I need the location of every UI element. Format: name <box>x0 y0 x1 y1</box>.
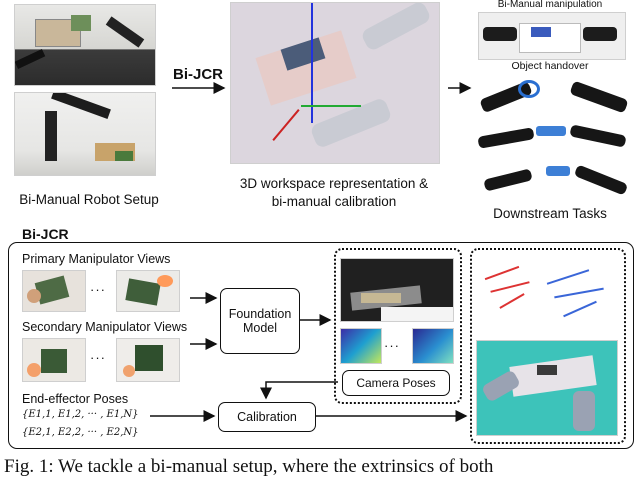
ee-formula-primary: {E1,1, E1,2, ··· , E1,N} <box>22 409 139 420</box>
calibrated-scene-render <box>476 340 618 436</box>
figure-caption: Fig. 1: We tackle a bi-manual setup, whe… <box>4 456 494 477</box>
camera-poses-box: Camera Poses <box>342 370 450 396</box>
bijcr-arrow-label: Bi-JCR <box>172 66 223 83</box>
ee-poses-label: End-effector Poses <box>22 392 129 406</box>
robot-setup-photo-bottom <box>14 92 156 176</box>
camera-poses-label: Camera Poses <box>356 376 436 390</box>
point-cloud-render <box>340 258 454 322</box>
secondary-ellipsis: ··· <box>90 350 106 365</box>
depth-ellipsis: ··· <box>384 338 400 353</box>
primary-view-1 <box>22 270 86 312</box>
robot-setup-photo-top <box>14 4 156 86</box>
task-handover-label: Object handover <box>511 60 589 72</box>
ee-formula-secondary: {E2,1, E2,2, ··· , E2,N} <box>22 427 139 438</box>
bijcr-frame <box>8 242 634 449</box>
arrow-camera-to-calibration <box>260 381 338 400</box>
secondary-views-label: Secondary Manipulator Views <box>22 320 188 334</box>
calibration-label: Calibration <box>237 410 297 424</box>
primary-ellipsis: ··· <box>90 282 106 297</box>
downstream-label: Downstream Tasks <box>493 206 607 221</box>
primary-view-n <box>116 270 180 312</box>
model-output-frame <box>334 248 462 404</box>
secondary-view-n <box>116 338 180 382</box>
foundation-model-line1: Foundation <box>228 307 292 321</box>
calibration-box: Calibration <box>218 402 316 432</box>
robot-setup-label: Bi-Manual Robot Setup <box>19 192 159 207</box>
workspace-label-line1: 3D workspace representation & <box>239 176 429 191</box>
pose-visualization <box>476 256 616 332</box>
bimanual-manipulation-photo <box>478 12 626 60</box>
depth-map-1 <box>340 328 382 364</box>
workspace-label-line2: bi-manual calibration <box>271 194 397 209</box>
workspace-render <box>230 2 440 164</box>
diagram-title: Bi-JCR <box>20 226 71 242</box>
primary-views-label: Primary Manipulator Views <box>22 252 171 266</box>
task-bimanual-label: Bi-Manual manipulation <box>497 0 603 10</box>
foundation-model-line2: Model <box>242 321 278 335</box>
foundation-model-box: Foundation Model <box>220 288 300 354</box>
result-frame <box>470 248 626 444</box>
handover-photos <box>474 74 634 196</box>
secondary-view-1 <box>22 338 86 382</box>
depth-map-n <box>412 328 454 364</box>
